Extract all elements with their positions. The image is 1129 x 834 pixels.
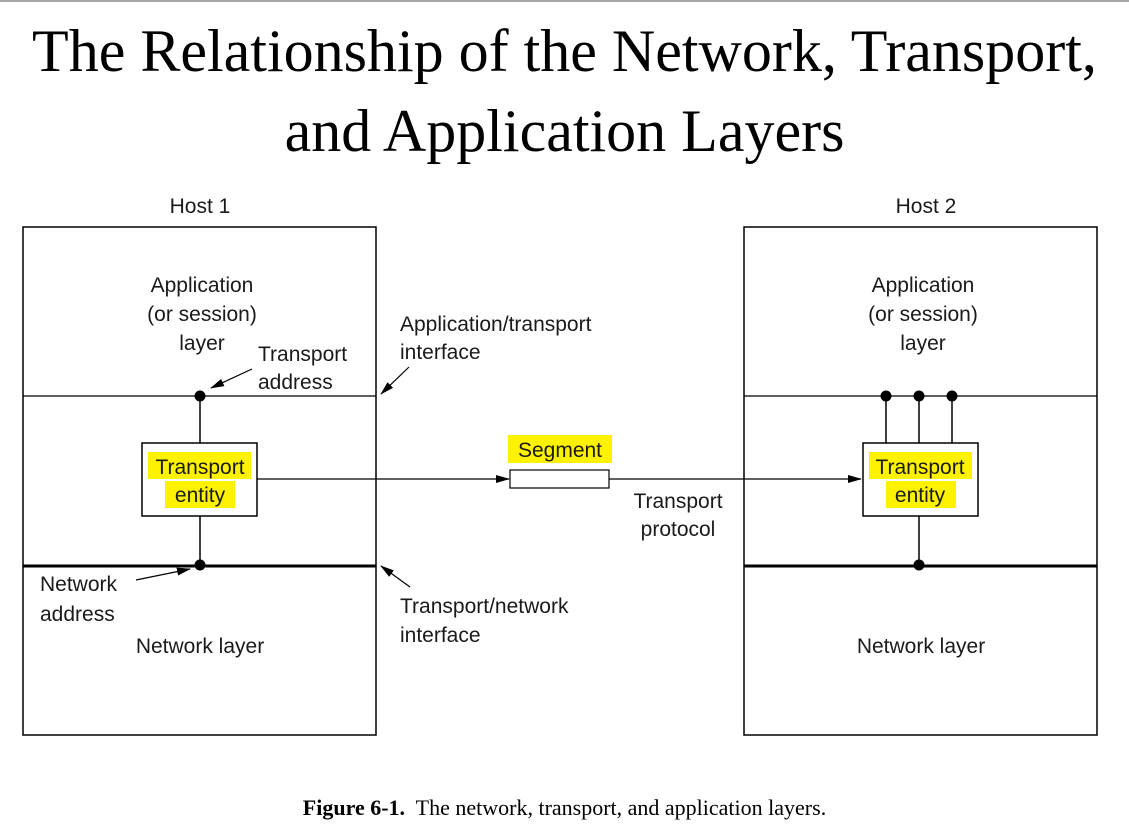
host1-label: Host 1 <box>170 195 231 218</box>
host1-network-layer-label: Network layer <box>136 635 264 658</box>
svg-text:(or session): (or session) <box>868 303 978 326</box>
svg-text:Transport: Transport <box>258 343 347 366</box>
title-line-2: and Application Layers <box>284 98 845 164</box>
svg-text:Transport: Transport <box>155 456 244 479</box>
host2-network-layer-label: Network layer <box>857 635 985 658</box>
title-line-1: The Relationship of the Network, Transpo… <box>32 18 1097 84</box>
figure-caption-label: Figure 6-1. <box>302 795 406 820</box>
segment-label: Segment <box>518 439 602 462</box>
svg-text:address: address <box>258 371 333 394</box>
svg-text:entity: entity <box>895 484 946 507</box>
transport-address-label: Transport address <box>258 343 347 394</box>
network-address-arrow <box>135 567 191 581</box>
app-transport-interface-arrow <box>380 366 410 395</box>
svg-text:Transport/network: Transport/network <box>400 595 569 618</box>
svg-text:interface: interface <box>400 341 481 364</box>
host2-label: Host 2 <box>896 195 957 218</box>
figure-caption-text: The network, transport, and application … <box>415 795 827 820</box>
svg-text:Application: Application <box>872 274 975 297</box>
host2-app-layer-label: Application (or session) layer <box>868 274 978 355</box>
svg-text:protocol: protocol <box>641 518 716 541</box>
host1-network-address-dot <box>194 559 206 571</box>
svg-text:interface: interface <box>400 624 481 647</box>
top-border <box>0 0 1129 2</box>
host2-transport-entity: Transport entity <box>862 442 979 517</box>
host1-transport-address-dot <box>194 390 206 402</box>
svg-text:Application: Application <box>151 274 254 297</box>
segment-highlight <box>508 435 612 463</box>
svg-text:layer: layer <box>179 332 225 355</box>
transport-network-interface-arrow <box>380 565 411 588</box>
svg-text:entity: entity <box>175 484 226 507</box>
transport-protocol-label: Transport protocol <box>633 490 722 541</box>
segment-box <box>509 469 610 489</box>
host2-app-connectors <box>885 396 953 443</box>
host1-transport-entity: Transport entity <box>141 442 258 517</box>
svg-text:Transport: Transport <box>875 456 964 479</box>
svg-text:layer: layer <box>900 332 946 355</box>
transport-address-arrow <box>210 368 253 389</box>
host2-network-address-dot <box>913 559 925 571</box>
transport-network-interface-label: Transport/network interface <box>400 595 569 647</box>
network-address-label: Network address <box>40 573 118 626</box>
host1-app-layer-label: Application (or session) layer <box>147 274 257 355</box>
app-transport-interface-label: Application/transport interface <box>400 313 592 364</box>
figure-caption: Figure 6-1. The network, transport, and … <box>0 795 1129 821</box>
svg-text:address: address <box>40 603 115 626</box>
svg-text:Application/transport: Application/transport <box>400 313 592 336</box>
svg-text:Transport: Transport <box>633 490 722 513</box>
host2-transport-address-dots <box>880 390 958 402</box>
svg-text:(or session): (or session) <box>147 303 257 326</box>
svg-text:Network: Network <box>40 573 118 596</box>
